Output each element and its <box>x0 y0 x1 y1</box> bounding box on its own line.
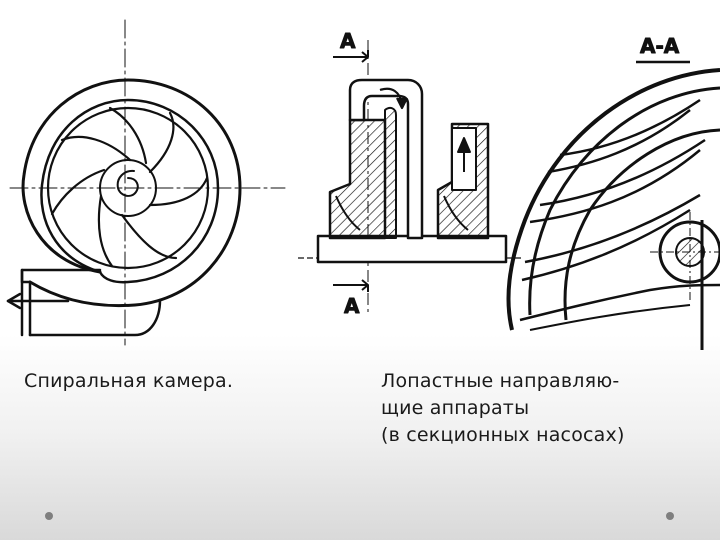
blade <box>120 213 178 260</box>
section-mark-bottom-line <box>333 279 369 292</box>
caption-spiral-chamber: Спиральная камера. <box>24 370 234 392</box>
guide-vane <box>529 149 701 224</box>
impeller-eye-spiral <box>116 169 139 197</box>
arrow-left-icon <box>6 292 70 310</box>
slide-bullet-dot-right <box>666 512 674 520</box>
guide-vanes <box>521 98 706 282</box>
caption-guide-vanes-line1: Лопастные направляю- <box>381 370 620 392</box>
guide-vane <box>547 109 691 174</box>
impeller-blades <box>50 106 209 268</box>
volute-outer-spiral <box>21 78 242 308</box>
arrow-up-icon <box>457 137 471 172</box>
section-title: A-A <box>640 34 680 58</box>
pump-drawing: A A A-A <box>6 19 720 350</box>
inner-divider <box>384 106 397 239</box>
casing-outer-arc <box>506 68 720 331</box>
return-channel <box>348 78 424 240</box>
left-vane-body <box>328 118 387 240</box>
impeller-hub <box>99 159 157 217</box>
blade <box>148 111 175 174</box>
casing-second-arc <box>528 86 720 316</box>
blade <box>108 106 148 165</box>
blade <box>148 176 209 207</box>
arrow-down-icon <box>379 87 408 110</box>
section-mark-top: A <box>340 29 356 53</box>
volute-inner-spiral <box>40 98 220 284</box>
guide-vane-section-figure: A A <box>298 29 522 319</box>
caption-guide-vanes-line3: (в секционных насосах) <box>381 424 625 446</box>
spiral-chamber-figure <box>6 19 286 346</box>
guide-vane <box>521 208 691 282</box>
caption-guide-vanes-line2: щие аппараты <box>381 397 530 419</box>
impeller-outer-ring <box>46 106 210 270</box>
slide-bullet-dot-left <box>45 512 53 520</box>
caption-guide-vanes: Лопастные направляю- щие аппараты (в сек… <box>381 368 625 449</box>
outlet-pipe <box>20 268 162 337</box>
blade <box>60 135 132 162</box>
guide-vane <box>559 98 701 157</box>
section-mark-bottom: A <box>344 294 360 318</box>
guide-vane <box>539 138 706 207</box>
blade <box>50 168 106 216</box>
base-plate <box>316 234 508 264</box>
section-a-a-figure: A-A <box>506 34 720 350</box>
blade <box>97 194 114 268</box>
guide-vane <box>524 193 701 264</box>
